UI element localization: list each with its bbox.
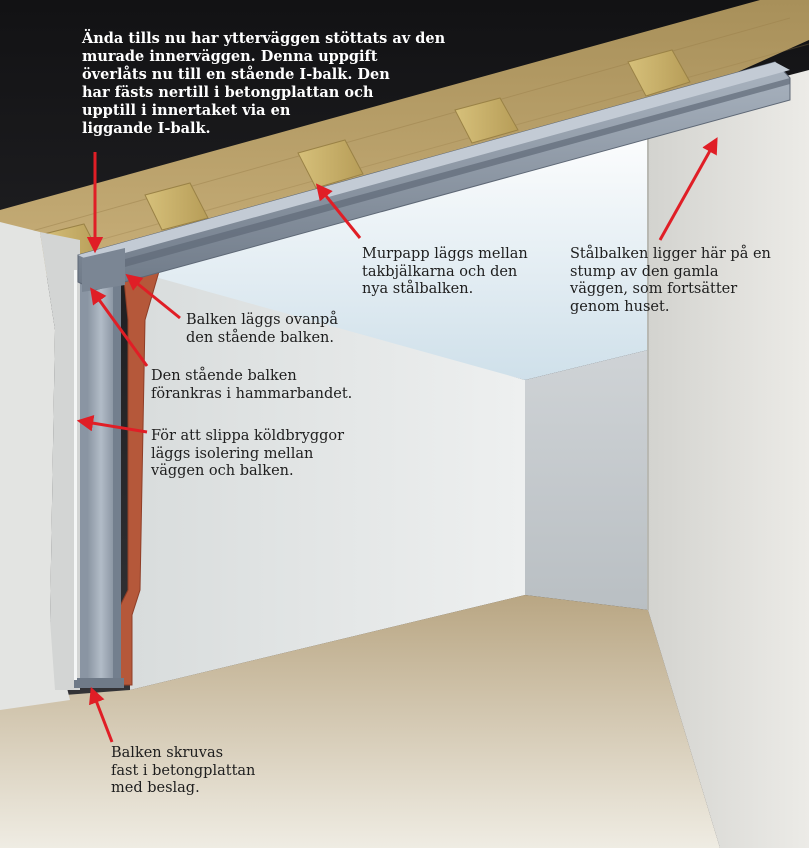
caption-line: överlåts nu till en stående I-balk. Den [82,66,390,83]
left-wall-edge [40,232,80,690]
room-wall [130,270,525,690]
arrow-koldbryggor [76,414,148,434]
beam-web-shadow [92,78,790,276]
caption-line: Den stående balken [151,368,297,384]
caption-line: stump av den gamla [570,263,719,280]
ceiling-joists [39,49,691,267]
floor [0,595,720,848]
caption-line: Murpapp läggs mellan [362,246,528,262]
caption-line: Balken skruvas [111,745,224,761]
joist [454,97,519,144]
caption-line: genom huset. [570,298,670,315]
joist [297,139,364,189]
beam-end [82,248,125,292]
standing-i-beam [74,268,124,688]
caption-line: murade innerväggen. Denna uppgift [82,48,378,65]
koldbryggor-caption: För att slippa köldbryggor läggs isoleri… [151,428,344,481]
arrow-skruvas [89,686,114,743]
insulation-strip [117,267,161,686]
caption-line: har fästs nertill i betongplattan och [82,84,374,101]
joist [144,182,209,231]
right-wall-stump [648,70,809,848]
back-wall [525,350,648,610]
caption-line: takbjälkarna och den [362,263,518,280]
caption-line: väggen och balken. [151,463,294,479]
caption-line: förankras i hammarbandet. [151,385,353,402]
beam-top-flange [78,62,790,262]
arrow-forankras [90,287,149,367]
left-outer-wall [0,222,70,710]
stalbalken-caption: Stålbalken ligger här på en stump av den… [570,246,771,316]
intro-caption: Ända tills nu har ytterväggen stöttats a… [82,30,445,138]
caption-line: upptill i innertaket via en [82,102,291,119]
arrow-murpapp [315,183,362,239]
caption-line: med beslag. [111,780,200,796]
caption-line: Ända tills nu har ytterväggen stöttats a… [82,30,446,47]
caption-line: läggs isolering mellan [151,445,314,462]
caption-line: nya stålbalken. [362,281,474,297]
arrow-stalbalken [658,137,718,241]
lying-i-beam [77,61,791,292]
arrow-ovanpa [125,273,181,320]
caption-line: den stående balken. [186,329,334,346]
beam-base-plate [74,678,124,688]
caption-line: väggen, som fortsätter [570,281,738,297]
beam-flange [113,268,121,686]
murpapp-caption: Murpapp läggs mellan takbjälkarna och de… [362,246,528,299]
caption-line: För att slippa köldbryggor [151,428,345,444]
caption-line: fast i betongplattan [111,762,256,779]
ceiling-plane [95,120,648,380]
ovanpa-caption: Balken läggs ovanpå den stående balken. [186,312,338,347]
skruvas-caption: Balken skruvas fast i betongplattan med … [111,745,255,798]
insulation-layer [74,270,77,680]
caption-line: liggande I-balk. [82,120,211,137]
caption-line: Stålbalken ligger här på en [570,246,771,262]
joist [627,49,691,97]
beam-flange [80,268,88,686]
callout-arrows [76,137,718,743]
forankras-caption: Den stående balken förankras i hammarban… [151,368,352,403]
caption-line: Balken läggs ovanpå [186,312,338,328]
